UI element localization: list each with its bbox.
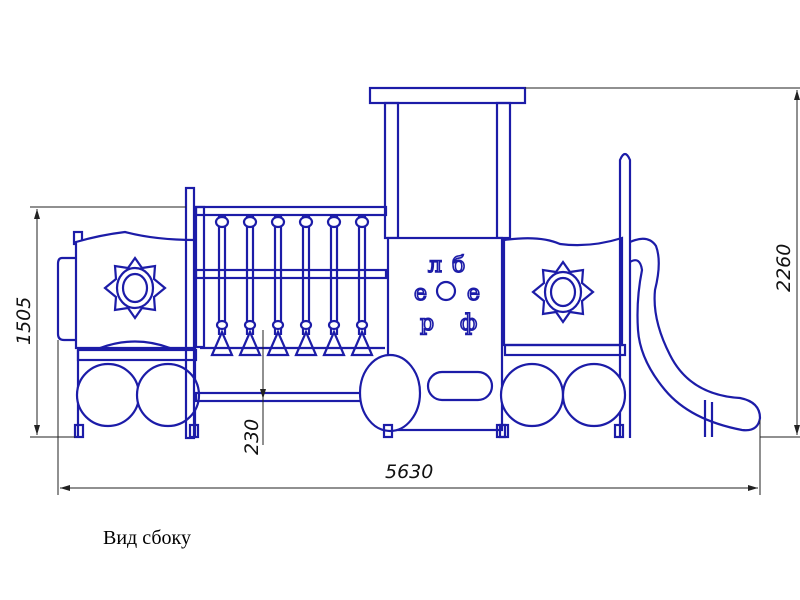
dimension-5630: 5630 <box>57 340 761 495</box>
view-caption: Вид сбоку <box>103 527 191 549</box>
svg-text:б: б <box>452 253 465 278</box>
dimension-2260: 2260 <box>525 87 800 438</box>
rope-ladder <box>238 215 262 357</box>
rope-net-section <box>184 186 388 440</box>
svg-text:5630: 5630 <box>385 461 433 483</box>
rope-ladder <box>322 215 346 357</box>
svg-text:1505: 1505 <box>13 297 35 345</box>
rope-ladder <box>294 215 318 357</box>
slide <box>629 237 762 432</box>
svg-text:е: е <box>414 281 427 306</box>
handle <box>56 256 76 342</box>
rope-ladder <box>350 215 374 357</box>
svg-text:ф: ф <box>460 311 477 336</box>
cabin: л б е е р ф <box>358 86 527 439</box>
rope-ladder <box>210 215 234 357</box>
svg-text:е: е <box>467 281 480 306</box>
svg-text:р: р <box>420 311 434 336</box>
left-wagon <box>56 230 201 439</box>
svg-text:230: 230 <box>241 419 263 455</box>
svg-text:л: л <box>428 253 442 278</box>
dimension-1505: 1505 <box>13 206 186 438</box>
rope-ladder <box>266 215 290 357</box>
dimension-230: 230 <box>241 330 266 455</box>
svg-text:2260: 2260 <box>773 244 795 292</box>
logo: л б е е р ф <box>413 252 481 337</box>
right-wagon <box>498 152 762 439</box>
sun-window <box>531 260 595 324</box>
sun-window <box>103 256 167 320</box>
